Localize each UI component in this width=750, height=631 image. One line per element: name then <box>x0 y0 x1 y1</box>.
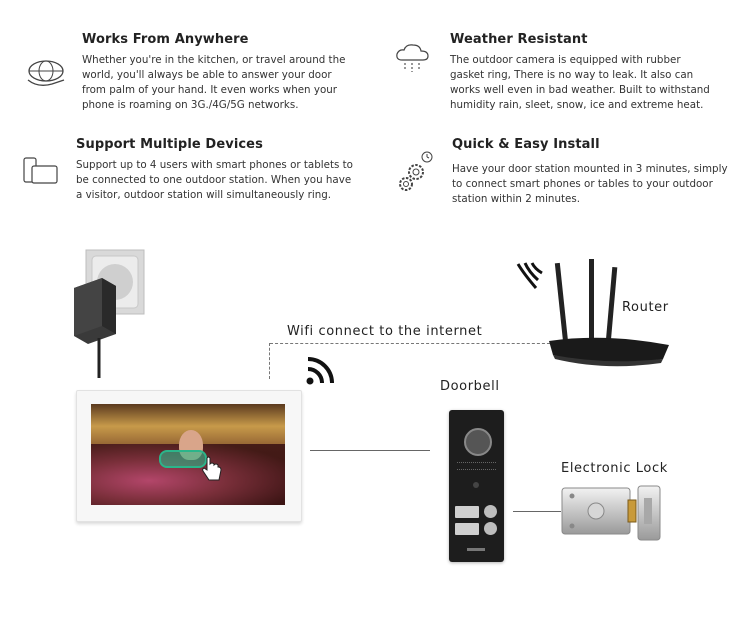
feature-description: Whether you're in the kitchen, or travel… <box>82 54 346 111</box>
sensor-dot <box>473 482 479 488</box>
call-button-2[interactable] <box>455 523 479 535</box>
wifi-dashed-line-vertical <box>269 343 270 379</box>
power-adapter <box>66 248 150 380</box>
call-button-1[interactable] <box>455 506 479 518</box>
feature-title: Support Multiple Devices <box>76 137 263 152</box>
hand-pointer-icon <box>201 456 223 482</box>
feature-works-from-anywhere: Works From Anywhere Whether you're in th… <box>82 32 382 113</box>
feature-weather-resistant: Weather Resistant The outdoor camera is … <box>450 32 750 113</box>
monitor-doorbell-line <box>310 450 430 451</box>
feature-title: Quick & Easy Install <box>452 137 600 152</box>
router-label: Router <box>622 300 669 315</box>
answer-call-icon <box>159 450 207 468</box>
call-button-2-knob[interactable] <box>484 522 497 535</box>
electronic-lock-label: Electronic Lock <box>561 461 668 476</box>
feature-title: Works From Anywhere <box>82 32 249 47</box>
call-button-1-knob[interactable] <box>484 505 497 518</box>
indoor-monitor <box>76 390 302 522</box>
electronic-lock <box>560 482 664 542</box>
wifi-signal-icon <box>305 354 337 386</box>
feature-description: Support up to 4 users with smart phones … <box>76 159 353 201</box>
speaker-grill <box>457 462 496 470</box>
gears-clock-icon <box>396 150 436 194</box>
camera-lens <box>464 428 492 456</box>
outdoor-doorbell <box>449 410 504 562</box>
globe-hand-icon <box>22 56 70 90</box>
wifi-connect-label: Wifi connect to the internet <box>287 324 483 339</box>
rain-cloud-icon <box>394 42 432 74</box>
monitor-screen <box>91 404 285 505</box>
phone-tablet-icon <box>22 156 60 186</box>
wifi-dashed-line-horizontal <box>270 343 555 344</box>
feature-title: Weather Resistant <box>450 32 588 47</box>
feature-description: Have your door station mounted in 3 minu… <box>452 163 728 205</box>
doorbell-label: Doorbell <box>440 379 500 394</box>
doorbell-lock-line <box>513 511 561 512</box>
feature-description: The outdoor camera is equipped with rubb… <box>450 54 710 111</box>
wifi-waves-icon <box>514 260 546 292</box>
feature-quick-easy-install: Quick & Easy Install Have your door stat… <box>452 137 750 207</box>
microphone-slot <box>467 548 485 551</box>
router <box>545 255 675 370</box>
feature-support-multiple-devices: Support Multiple Devices Support up to 4… <box>76 137 376 203</box>
